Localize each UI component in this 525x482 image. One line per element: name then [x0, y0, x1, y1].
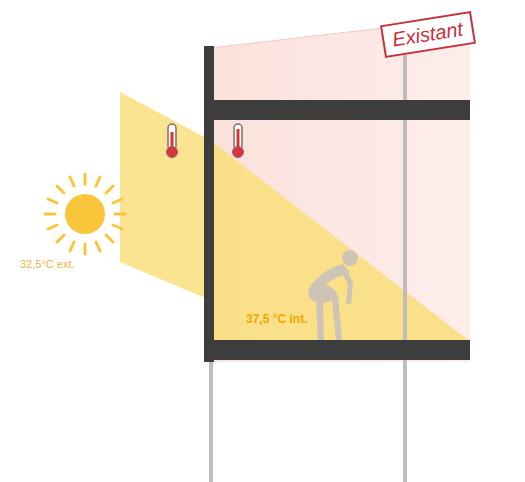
- temperature-label: 37,5 °C int.: [246, 312, 307, 326]
- sun-band-inside: [214, 143, 468, 340]
- sun: [45, 174, 125, 254]
- slab: [204, 100, 470, 120]
- temperature-label: 32,5°C ext.: [20, 258, 75, 270]
- stamp-text: Existant: [391, 18, 466, 52]
- room-interior: [210, 18, 470, 362]
- person: [309, 250, 358, 340]
- wall: [204, 46, 214, 362]
- sun-band-outside: [120, 92, 210, 300]
- slab: [204, 340, 470, 360]
- thermometer: [167, 124, 178, 158]
- thermometer: [233, 124, 244, 158]
- column: [209, 360, 213, 482]
